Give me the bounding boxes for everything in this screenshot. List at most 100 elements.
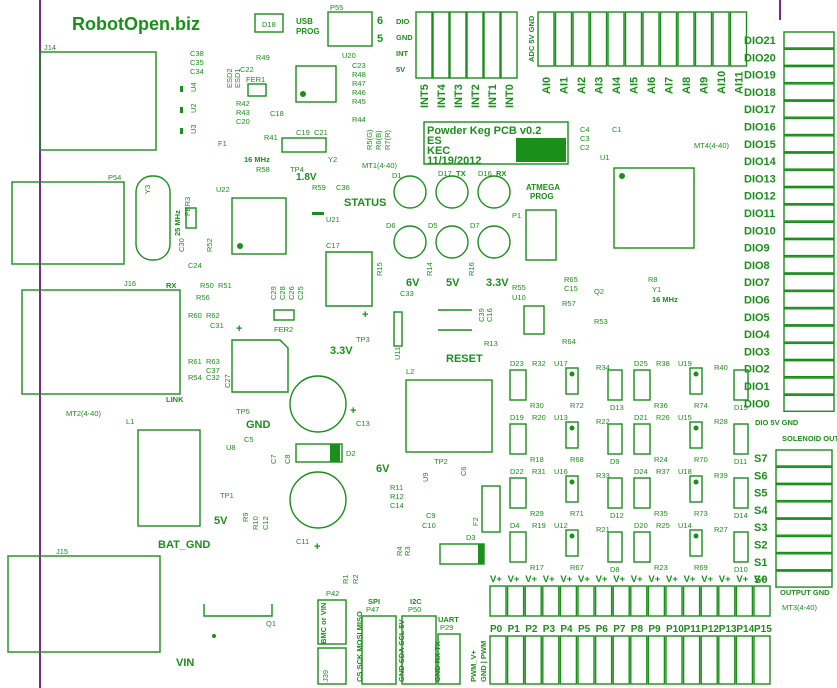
pwm-socket-top-2 bbox=[524, 585, 542, 617]
header-p1 bbox=[525, 209, 557, 261]
dio-socket-0 bbox=[783, 31, 835, 49]
drv-ref-u-7: U14 bbox=[678, 521, 692, 530]
ref-u21: U21 bbox=[326, 215, 340, 224]
ai-label-9: AI9 bbox=[699, 77, 711, 94]
pwm-vplus-13: V+ bbox=[719, 574, 731, 585]
ref-r3: R3 bbox=[403, 546, 412, 556]
ref-r62: R62 bbox=[206, 311, 220, 320]
label-16mhz-a: 16 MHz bbox=[244, 155, 270, 164]
dio-socket-21 bbox=[783, 394, 835, 412]
label-atmega: ATMEGA bbox=[526, 183, 560, 192]
ref-r2: R2 bbox=[351, 574, 360, 584]
int-socket-4 bbox=[483, 11, 501, 79]
i2c-pins: GND SDA SCL 5V bbox=[397, 619, 406, 682]
dio-socket-16 bbox=[783, 308, 835, 326]
led-d16 bbox=[477, 175, 511, 209]
pwm-label-10: P10 bbox=[666, 624, 684, 635]
int-hdr-dio: DIO bbox=[396, 17, 410, 26]
ref-r50: R50 bbox=[200, 281, 214, 290]
ref-p47: P47 bbox=[366, 605, 379, 614]
dio-socket-7 bbox=[783, 152, 835, 170]
pwm-socket-top-14 bbox=[735, 585, 754, 617]
ai-label-2: AI2 bbox=[576, 77, 588, 94]
ref-u4: U4 bbox=[189, 82, 198, 92]
pwm-label-14: P14 bbox=[736, 624, 754, 635]
pwm-label-9: P9 bbox=[648, 624, 661, 635]
ref-c34: C34 bbox=[190, 67, 204, 76]
header-p42 bbox=[317, 599, 347, 645]
ref-c31: C31 bbox=[210, 321, 224, 330]
pwm-socket-bottom-8 bbox=[630, 635, 648, 685]
sol-socket-6 bbox=[775, 553, 833, 571]
chip-u1-mcu bbox=[613, 167, 695, 249]
drv-ref-r1-0: R32 bbox=[532, 359, 546, 368]
ai-label-10: AI10 bbox=[716, 71, 728, 94]
sol-socket-0 bbox=[775, 449, 833, 467]
pwm-vplus-3: V+ bbox=[543, 574, 555, 585]
pwm-vplus-4: V+ bbox=[560, 574, 572, 585]
ref-c12: C12 bbox=[261, 516, 270, 530]
int-socket-3 bbox=[466, 11, 484, 79]
pwm-header: V+P0V+P1V+P2V+P3V+P4V+P5V+P6V+P7V+P8V+P9… bbox=[489, 574, 772, 685]
fr-ref-r-3: R27 bbox=[714, 525, 728, 534]
chip-u1-dot bbox=[619, 173, 625, 179]
ref-r14: R14 bbox=[425, 262, 434, 276]
drv-ref-d2-7: D8 bbox=[610, 565, 620, 574]
ref-j14: J14 bbox=[44, 43, 56, 52]
dio-label-6: DIO15 bbox=[744, 139, 776, 151]
ai-label-5: AI5 bbox=[629, 77, 641, 94]
label-16mhz-b: 16 MHz bbox=[652, 295, 678, 304]
ref-c24: C24 bbox=[188, 261, 202, 270]
crystal-y2 bbox=[281, 137, 327, 153]
drv-fet-dot-1 bbox=[569, 425, 575, 431]
drv-diode2-6 bbox=[607, 477, 623, 509]
ai-socket-3 bbox=[589, 11, 608, 67]
pwm-label-4: P4 bbox=[560, 624, 573, 635]
ref-r58: R58 bbox=[256, 165, 270, 174]
fr-ref-d-3: D10 bbox=[734, 565, 748, 574]
fr-ref-r-1: R28 bbox=[714, 417, 728, 426]
ai-socket-9 bbox=[694, 11, 713, 67]
pwm-label-11: P11 bbox=[684, 624, 702, 635]
int-socket-0 bbox=[415, 11, 433, 79]
ai-label-7: AI7 bbox=[664, 77, 676, 94]
ref-c36: C36 bbox=[336, 183, 350, 192]
drv-ref-r2-0: R30 bbox=[530, 401, 544, 410]
chip-u22-dot bbox=[237, 243, 243, 249]
inductor-l1 bbox=[137, 429, 201, 527]
connector-j15 bbox=[7, 555, 161, 653]
pwm-vplus-12: V+ bbox=[701, 574, 713, 585]
ref-c16: C16 bbox=[485, 308, 494, 322]
ref-fer2: FER2 bbox=[274, 325, 293, 334]
ai-socket-10 bbox=[712, 11, 730, 67]
drv-ref-r4-7: R21 bbox=[596, 525, 610, 534]
int-hdr-5v: 5V bbox=[396, 65, 405, 74]
ref-mt4: MT4(4-40) bbox=[694, 141, 730, 150]
drv-diode2-4 bbox=[607, 369, 623, 401]
ref-d7: D7 bbox=[470, 221, 480, 230]
ai-label-11: AI11 bbox=[734, 71, 746, 94]
header-p47-spi bbox=[361, 615, 397, 685]
ref-q1: Q1 bbox=[266, 619, 276, 628]
ref-r52: R52 bbox=[205, 238, 214, 252]
ref-c1: C1 bbox=[612, 125, 622, 134]
pwm-vplus-2: V+ bbox=[525, 574, 537, 585]
mark-u2 bbox=[180, 107, 183, 113]
ref-c30: C30 bbox=[177, 238, 186, 252]
label-rx-led: RX bbox=[496, 169, 506, 178]
title-line-3: KEC bbox=[427, 145, 450, 157]
pwm-socket-bottom-14 bbox=[735, 635, 754, 685]
ai-socket-1 bbox=[554, 11, 573, 67]
drv-ref-d2-4: D13 bbox=[610, 403, 624, 412]
int-label-5: INT0 bbox=[504, 84, 516, 108]
dio-label-21: DIO0 bbox=[744, 398, 770, 410]
led-d7 bbox=[477, 225, 511, 259]
drv-diode2-7 bbox=[607, 531, 623, 563]
int-label-2: INT3 bbox=[453, 84, 465, 108]
pwm-socket-top-3 bbox=[542, 585, 560, 617]
label-3v3-main: 3.3V bbox=[330, 345, 353, 357]
ref-r55: R55 bbox=[512, 283, 526, 292]
drv-ref-r3-5: R70 bbox=[694, 455, 708, 464]
dio-label-20: DIO1 bbox=[744, 381, 770, 393]
drv-diode-5 bbox=[633, 423, 651, 455]
